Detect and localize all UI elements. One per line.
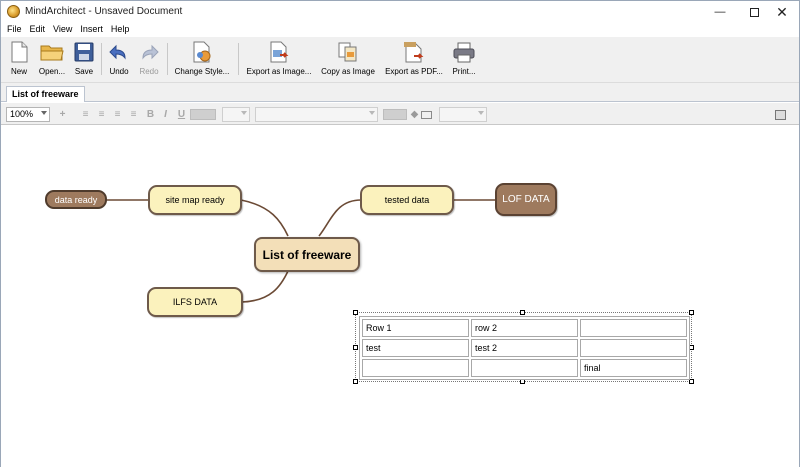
settings-icon[interactable] — [774, 108, 787, 121]
folder-icon — [40, 40, 64, 64]
save-icon — [72, 40, 96, 64]
node-site-map-ready[interactable]: site map ready — [148, 185, 242, 215]
fill-color-swatch — [383, 109, 407, 120]
toolbar-separator — [101, 43, 102, 75]
table-row: Row 1 row 2 — [362, 319, 687, 337]
document-tabstrip: List of freeware — [1, 83, 799, 102]
change-style-button[interactable]: Change Style... — [171, 40, 233, 80]
table-cell[interactable] — [580, 319, 687, 337]
export-pdf-button[interactable]: Export as PDF... — [383, 40, 445, 80]
export-pdf-icon — [402, 40, 426, 64]
new-button[interactable]: New — [5, 40, 33, 80]
chevron-down-icon — [369, 111, 375, 115]
new-document-icon — [7, 40, 31, 64]
redo-button: Redo — [135, 40, 163, 80]
resize-handle[interactable] — [353, 379, 358, 384]
chevron-down-icon — [41, 111, 47, 115]
menu-insert[interactable]: Insert — [80, 24, 103, 34]
border-icon — [420, 108, 433, 121]
undo-button[interactable]: Undo — [105, 40, 133, 80]
resize-handle[interactable] — [520, 310, 525, 315]
align-center-icon: ≡ — [98, 109, 105, 120]
text-color-swatch — [190, 109, 216, 120]
menu-file[interactable]: File — [7, 24, 22, 34]
mindmap-table[interactable]: Row 1 row 2 test test 2 final — [359, 316, 690, 380]
toolbar-separator — [167, 43, 168, 75]
resize-handle[interactable] — [689, 310, 694, 315]
title-bar: MindArchitect - Unsaved Document — ✕ — [1, 1, 799, 23]
table-cell[interactable] — [362, 359, 469, 377]
toolbar-separator — [238, 43, 239, 75]
zoom-value: 100% — [10, 109, 34, 119]
tab-list-of-freeware[interactable]: List of freeware — [6, 86, 85, 102]
undo-icon — [107, 40, 131, 64]
align-right-icon: ≡ — [114, 109, 121, 120]
menu-edit[interactable]: Edit — [29, 24, 46, 34]
table-row: test test 2 — [362, 339, 687, 357]
menu-view[interactable]: View — [53, 24, 73, 34]
table-cell[interactable] — [580, 339, 687, 357]
style-icon — [190, 40, 214, 64]
underline-icon: U — [177, 109, 186, 120]
window-title: MindArchitect - Unsaved Document — [25, 6, 183, 17]
table-row: final — [362, 359, 687, 377]
minimize-button[interactable]: — — [714, 6, 726, 18]
open-button[interactable]: Open... — [35, 40, 69, 80]
close-button[interactable]: ✕ — [776, 3, 788, 20]
resize-handle[interactable] — [353, 345, 358, 350]
shape-icon: ◆ — [410, 109, 419, 120]
menu-bar: File Edit View Insert Help — [1, 23, 799, 37]
line-style-select — [439, 107, 487, 122]
node-central-topic[interactable]: List of freeware — [254, 237, 360, 272]
zoom-select[interactable]: 100% — [6, 107, 50, 122]
italic-icon: I — [164, 109, 167, 120]
redo-icon — [137, 40, 161, 64]
node-data-ready[interactable]: data ready — [45, 190, 107, 209]
printer-icon — [452, 40, 476, 64]
table-cell[interactable]: final — [580, 359, 687, 377]
print-button[interactable]: Print... — [448, 40, 480, 80]
add-node-icon: + — [59, 109, 66, 120]
format-toolbar: 100% + ≡ ≡ ≡ ≡ B I U ◆ — [1, 103, 799, 125]
chevron-down-icon — [478, 111, 484, 115]
node-ilfs-data[interactable]: ILFS DATA — [147, 287, 243, 317]
copy-image-icon — [336, 40, 360, 64]
node-lof-data[interactable]: LOF DATA — [495, 183, 557, 216]
connector-lines — [106, 199, 496, 303]
export-image-button[interactable]: Export as Image... — [243, 40, 315, 80]
font-size-select — [222, 107, 250, 122]
menu-help[interactable]: Help — [110, 24, 130, 34]
save-button[interactable]: Save — [71, 40, 97, 80]
table-cell[interactable]: row 2 — [471, 319, 578, 337]
table-cell[interactable] — [471, 359, 578, 377]
chevron-down-icon — [241, 111, 247, 115]
main-toolbar: New Open... Save Undo Redo — [1, 37, 799, 83]
table-cell[interactable]: Row 1 — [362, 319, 469, 337]
align-left-icon: ≡ — [82, 109, 89, 120]
node-tested-data[interactable]: tested data — [360, 185, 454, 215]
align-justify-icon: ≡ — [130, 109, 137, 120]
app-logo-icon — [7, 5, 20, 18]
font-family-select — [255, 107, 378, 122]
bold-icon: B — [146, 109, 155, 120]
mindmap-canvas[interactable]: data ready site map ready List of freewa… — [1, 126, 799, 467]
export-image-icon — [267, 40, 291, 64]
maximize-button[interactable] — [737, 1, 771, 23]
copy-image-button[interactable]: Copy as Image — [319, 40, 377, 80]
resize-handle[interactable] — [689, 379, 694, 384]
resize-handle[interactable] — [353, 310, 358, 315]
table-cell[interactable]: test 2 — [471, 339, 578, 357]
table-cell[interactable]: test — [362, 339, 469, 357]
